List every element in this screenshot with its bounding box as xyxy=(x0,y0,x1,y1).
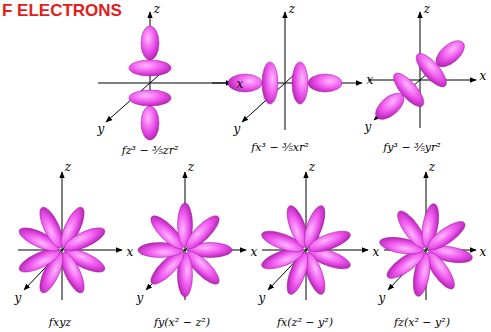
axis-label: x xyxy=(480,70,487,82)
axis-label: y xyxy=(98,123,105,135)
axis-line xyxy=(368,80,476,81)
axis-label: x xyxy=(237,78,244,90)
orbital-lobe xyxy=(308,74,342,92)
orbital-label: fx(z² − y²) xyxy=(277,317,333,328)
orbital-plot xyxy=(259,172,368,300)
orbital-plot xyxy=(98,12,232,140)
orbital-lobe xyxy=(262,62,278,104)
axis-label: x xyxy=(127,246,134,258)
orbital-label: fy(x² − z²) xyxy=(154,317,210,328)
orbital-lobe xyxy=(62,223,108,255)
axis-label: y xyxy=(379,292,386,304)
axis-label: x xyxy=(373,246,380,258)
orbital-label: fz³ − ⅗zr² xyxy=(122,145,179,156)
orbital-lobe xyxy=(371,88,408,124)
axis-label: z xyxy=(309,161,315,173)
orbital-lobe xyxy=(292,62,308,104)
orbital-lobe xyxy=(129,90,171,106)
orbital-lobe xyxy=(141,26,159,60)
axis-label: z xyxy=(424,3,430,15)
axis-label: y xyxy=(234,123,241,135)
orbital-plot xyxy=(16,172,122,300)
axis-label: z xyxy=(289,3,295,15)
axis-label: x xyxy=(367,74,374,86)
orbital-plot xyxy=(212,12,362,130)
orbital-plot xyxy=(378,172,476,300)
axis-label: z xyxy=(154,3,160,15)
orbital-lobe xyxy=(129,60,171,76)
orbital-label: fz(x² − y²) xyxy=(394,317,450,328)
orbital-plot xyxy=(138,172,246,300)
orbital-label: fy³ − ⅗yr² xyxy=(383,142,440,153)
axis-label: y xyxy=(259,292,266,304)
orbital-label: fx³ − ⅗xr² xyxy=(251,142,308,153)
orbital-lobe xyxy=(182,211,224,253)
axis-label: x xyxy=(251,246,258,258)
orbital-lobe xyxy=(306,227,352,256)
orbital-label: fxyz xyxy=(49,317,71,328)
axis-line xyxy=(285,12,286,130)
orbital-lobe xyxy=(431,36,468,72)
orbital-lobe xyxy=(424,217,469,255)
axis-label: z xyxy=(65,161,71,173)
axis-label: x xyxy=(480,246,487,258)
axis-line xyxy=(98,83,232,84)
axis-label: z xyxy=(188,161,194,173)
axis-label: y xyxy=(137,292,144,304)
axis-label: z xyxy=(429,161,435,173)
orbital-lobe xyxy=(228,74,262,92)
axis-label: y xyxy=(15,292,22,304)
orbital-plot xyxy=(363,12,477,133)
axis-label: y xyxy=(365,121,372,133)
title: F ELECTRONS xyxy=(2,1,122,21)
axis-line xyxy=(420,12,421,128)
orbital-lobe xyxy=(141,106,159,140)
